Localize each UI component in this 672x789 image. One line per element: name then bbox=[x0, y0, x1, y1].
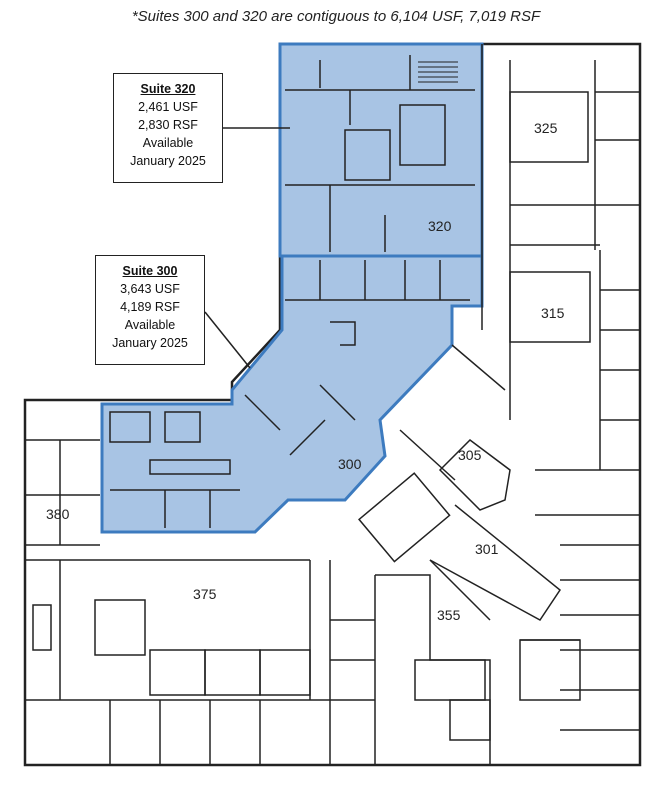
room-label-325: 325 bbox=[534, 120, 558, 136]
building-outline bbox=[23, 42, 642, 767]
room-label-301: 301 bbox=[475, 541, 499, 557]
suite-320-status: Available bbox=[142, 136, 194, 150]
room-label-300: 300 bbox=[338, 456, 362, 472]
room-label-375: 375 bbox=[193, 586, 217, 602]
suite-300-usf: 3,643 USF bbox=[120, 282, 180, 296]
suite-320-rsf: 2,830 RSF bbox=[138, 118, 198, 132]
suite-320-area[interactable] bbox=[278, 42, 484, 258]
suite-300-callout: Suite 300 3,643 USF 4,189 RSF Available … bbox=[95, 255, 205, 365]
suite-320-date: January 2025 bbox=[130, 154, 206, 168]
interior-walls bbox=[25, 44, 640, 765]
room-label-355: 355 bbox=[437, 607, 461, 623]
room-label-305: 305 bbox=[458, 447, 482, 463]
suite-300-rsf: 4,189 RSF bbox=[120, 300, 180, 314]
suite-320-usf: 2,461 USF bbox=[138, 100, 198, 114]
suite-300-area[interactable] bbox=[100, 254, 484, 534]
contiguous-note: *Suites 300 and 320 are contiguous to 6,… bbox=[131, 8, 541, 25]
room-label-380: 380 bbox=[46, 506, 70, 522]
suite-300-date: January 2025 bbox=[112, 336, 188, 350]
room-label-320: 320 bbox=[428, 218, 452, 234]
room-label-315: 315 bbox=[541, 305, 565, 321]
suite-320-title: Suite 320 bbox=[140, 82, 196, 96]
suite-320-callout: Suite 320 2,461 USF 2,830 RSF Available … bbox=[113, 73, 223, 183]
stairs-icon bbox=[418, 61, 458, 83]
suite-300-title: Suite 300 bbox=[122, 264, 178, 278]
leader-line-300 bbox=[204, 311, 251, 369]
suite-300-status: Available bbox=[124, 318, 176, 332]
